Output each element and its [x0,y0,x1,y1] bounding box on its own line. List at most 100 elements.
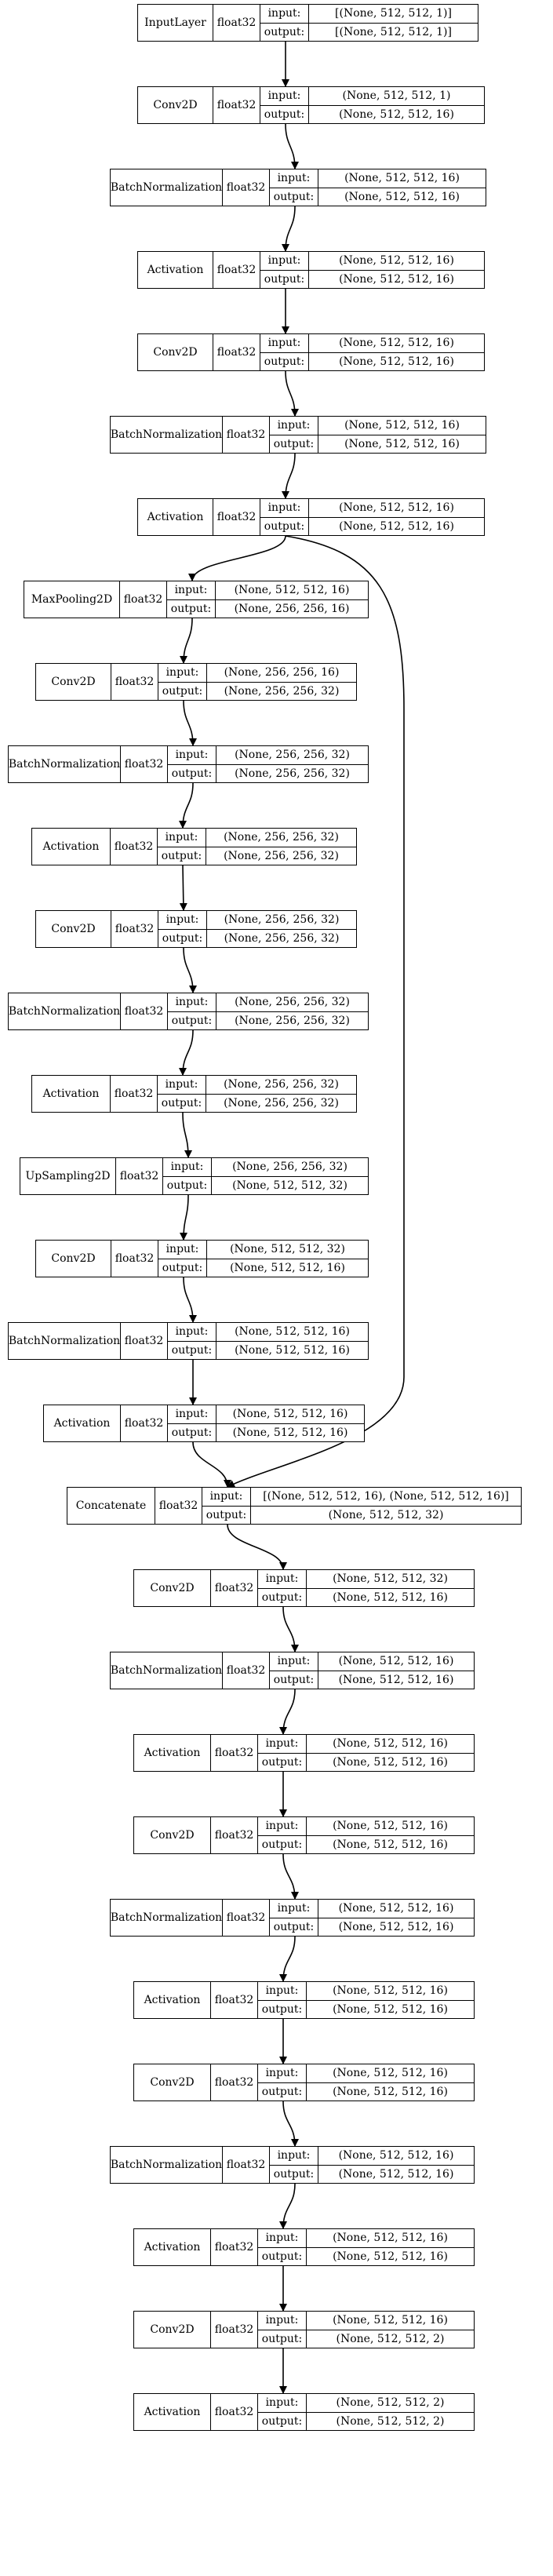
layer-dtype: float32 [116,1158,163,1194]
edge-n22-to-n23 [282,1853,299,1900]
output-label: output: [260,105,309,123]
layer-dtype: float32 [121,746,168,782]
io-shapes: input: [(None, 512, 512, 16), (None, 512,… [202,1488,521,1524]
input-row: input: [(None, 512, 512, 16), (None, 512,… [202,1488,521,1507]
edge-n12-to-n13 [179,1029,194,1076]
input-row: input:(None, 512, 512, 16) [258,1817,474,1836]
input-shape: [(None, 512, 512, 1)] [335,7,452,20]
io-shapes: input:(None, 512, 512, 16)output:(None, … [258,1735,474,1771]
output-shape: (None, 512, 512, 16) [339,272,454,286]
output-row: output:(None, 256, 256, 32) [158,1094,356,1112]
input-row: input:(None, 512, 512, 16) [260,252,484,271]
output-row: output:(None, 256, 256, 16) [167,599,368,618]
input-row: input:(None, 256, 256, 16) [158,664,356,683]
input-shape: (None, 512, 512, 16) [344,172,460,185]
input-label: input: [158,1241,207,1259]
input-row: input: (None, 512, 512, 16) [260,499,484,518]
layer-type: Activation [134,1982,211,2018]
layer-type: Activation [138,499,213,535]
input-label: input: [270,2147,318,2165]
output-row: output:(None, 512, 512, 32) [163,1176,368,1194]
edge-n10-to-n11 [179,865,187,911]
input-shape: (None, 512, 512, 16) [333,2232,448,2245]
input-label: input: [260,5,309,23]
edge-n18-to-n19 [227,1524,287,1570]
layer-type: Conv2D [134,1817,211,1853]
input-shape: [(None, 512, 512, 16), (None, 512, 512, … [263,1490,509,1503]
edge-n25-to-n26 [282,2101,299,2147]
edge-n2-to-n3 [282,206,296,252]
io-shapes: input:(None, 512, 512, 16)output:(None, … [168,1323,368,1359]
output-label: output: [258,2412,307,2430]
output-shape: [(None, 512, 512, 1)] [335,25,452,38]
input-label: input: [258,1570,307,1588]
input-row: input:(None, 256, 256, 32) [168,746,368,765]
output-label: output: [260,352,309,370]
output-row: output:(None, 512, 512, 16) [260,105,484,123]
input-row: input: (None, 512, 512, 16) [270,1900,474,1918]
layer-dtype: float32 [211,1982,258,2018]
input-row: input:(None, 512, 512, 16) [270,1652,474,1671]
output-row: output:(None, 512, 512, 16) [258,2082,474,2101]
input-row: input:(None, 512, 512, 16) [258,1982,474,2001]
input-label: input: [167,581,216,599]
input-row: input:(None, 512, 512, 1) [260,87,484,106]
output-label: output: [163,1176,212,1194]
output-label: output: [270,435,318,453]
output-label: output: [258,2082,307,2101]
output-label: output: [158,929,207,947]
output-row: output:(None, 512, 512, 16) [260,270,484,288]
input-label: input: [260,499,309,517]
input-label: input: [158,1076,206,1094]
input-label: input: [270,1900,318,1918]
edge-n14-to-n15 [180,1194,189,1241]
input-label: input: [270,1652,318,1671]
io-shapes: input:(None, 512, 512, 16)output:(None, … [258,1817,474,1853]
output-label: output: [158,682,207,700]
input-row: input:(None, 512, 512, 16) [258,1735,474,1754]
output-label: output: [260,23,309,41]
input-label: input: [168,1323,216,1341]
output-row: output:(None, 256, 256, 32) [158,847,356,865]
input-shape: (None, 256, 256, 32) [224,831,339,844]
layer-dtype: float32 [211,1570,258,1606]
io-shapes: input:(None, 256, 256, 32)output:(None, … [168,993,368,1029]
input-shape: (None, 512, 512, 16) [338,1902,454,1915]
layer-dtype: float32 [223,169,270,206]
layer-dtype: float32 [120,581,167,618]
layer-dtype: float32 [111,829,158,865]
output-shape: (None, 256, 256, 32) [235,1014,350,1027]
input-label: input: [168,993,216,1011]
input-label: input: [158,911,207,929]
output-label: output: [258,2247,307,2265]
input-label: input: [202,1488,251,1506]
layer-dtype: float32 [211,2312,258,2348]
input-shape: (None, 512, 512, 1) [342,89,451,103]
output-shape: (None, 256, 256, 32) [224,849,339,862]
output-row: output:(None, 256, 256, 32) [158,682,356,700]
input-row: input:(None, 512, 512, 16) [270,417,486,435]
layer-dtype: float32 [223,2147,270,2183]
edge-n8-to-n9 [183,700,197,746]
layer-type: Conv2D [138,334,213,370]
output-label: output: [270,1671,318,1689]
io-shapes: input:(None, 512, 512, 16)output:(None, … [260,499,484,535]
input-shape: (None, 512, 512, 16) [339,501,454,515]
layer-type: BatchNormalization [111,1900,223,1936]
output-shape: (None, 512, 512, 2) [336,2414,445,2428]
layer-type: Activation [44,1405,121,1441]
input-label: input: [260,252,309,270]
input-shape: (None, 512, 512, 16) [333,1984,448,1998]
output-row: output: (None, 512, 512, 2) [258,2412,474,2430]
